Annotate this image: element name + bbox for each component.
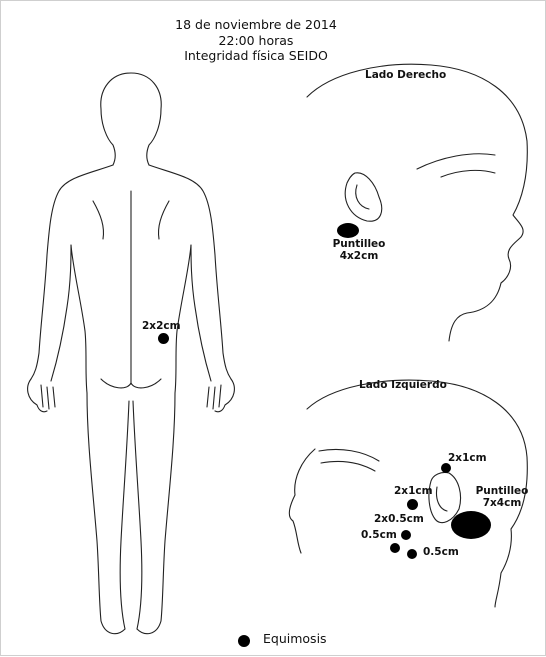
mark-label-line2: 7x4cm [471, 497, 533, 509]
left-side-title: Lado Izquierdo [359, 379, 447, 391]
bruise-mark [158, 333, 169, 344]
mark-label-line2: 4x2cm [329, 250, 389, 262]
head-right-outline [307, 64, 527, 341]
bruise-mark [441, 463, 451, 473]
bruise-mark [390, 543, 400, 553]
report-time: 22:00 horas [161, 33, 351, 49]
back-mark-label: 2x2cm [142, 320, 181, 332]
bruise-mark [407, 499, 418, 510]
report-date: 18 de noviembre de 2014 [161, 17, 351, 33]
left-mark-label-4: 0.5cm [361, 529, 397, 541]
left-mark-label-2: 2x1cm [394, 485, 433, 497]
bruise-mark [337, 223, 359, 238]
report-header: 18 de noviembre de 2014 22:00 horas Inte… [161, 17, 351, 64]
report-subject: Integridad física SEIDO [161, 48, 351, 64]
body-back-outline [28, 73, 235, 634]
bruise-mark [407, 549, 417, 559]
legend-label: Equimosis [263, 631, 327, 646]
legend-marker [238, 635, 250, 647]
mark-label-line1: Puntilleo [329, 238, 389, 250]
left-mark-label-1: 2x1cm [448, 452, 487, 464]
left-mark-label-3: 2x0.5cm [374, 513, 424, 525]
mark-label-line1: Puntilleo [471, 485, 533, 497]
bruise-mark [401, 530, 411, 540]
bruise-mark [451, 511, 491, 539]
right-puntilleo-label: Puntilleo 4x2cm [329, 238, 389, 262]
left-puntilleo-label: Puntilleo 7x4cm [471, 485, 533, 509]
right-side-title: Lado Derecho [365, 69, 446, 81]
left-mark-label-5: 0.5cm [423, 546, 459, 558]
